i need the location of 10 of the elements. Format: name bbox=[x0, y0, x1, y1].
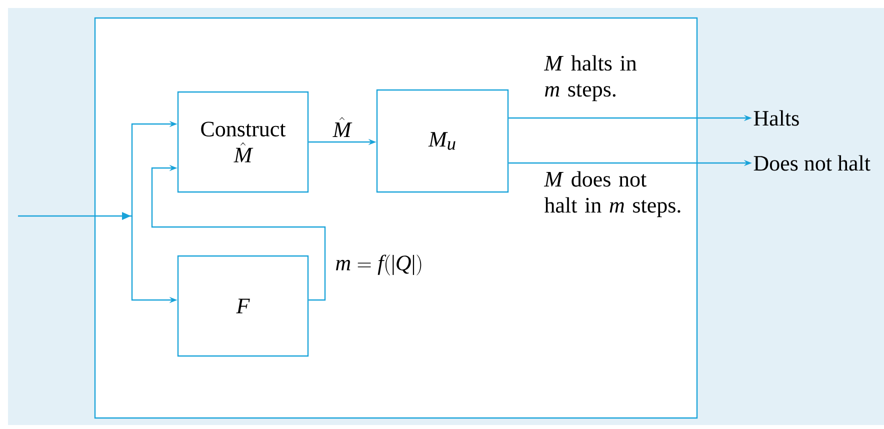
arrow bbox=[151, 164, 326, 301]
output-label: Does not halt bbox=[754, 155, 870, 171]
edge-label: M halts in m steps. bbox=[544, 55, 637, 102]
process-box: Construct $\hat{M}$ bbox=[177, 91, 309, 193]
process-box: $F$ bbox=[177, 255, 309, 357]
edge-label: $m = f(|Q|)$ bbox=[336, 254, 422, 276]
output-label: Halts bbox=[754, 110, 799, 126]
edge-label: M does not halt in m steps. bbox=[544, 171, 680, 218]
process-box: $M_u$ bbox=[376, 89, 509, 193]
edge-label: $\hat{M}$ bbox=[332, 117, 352, 137]
